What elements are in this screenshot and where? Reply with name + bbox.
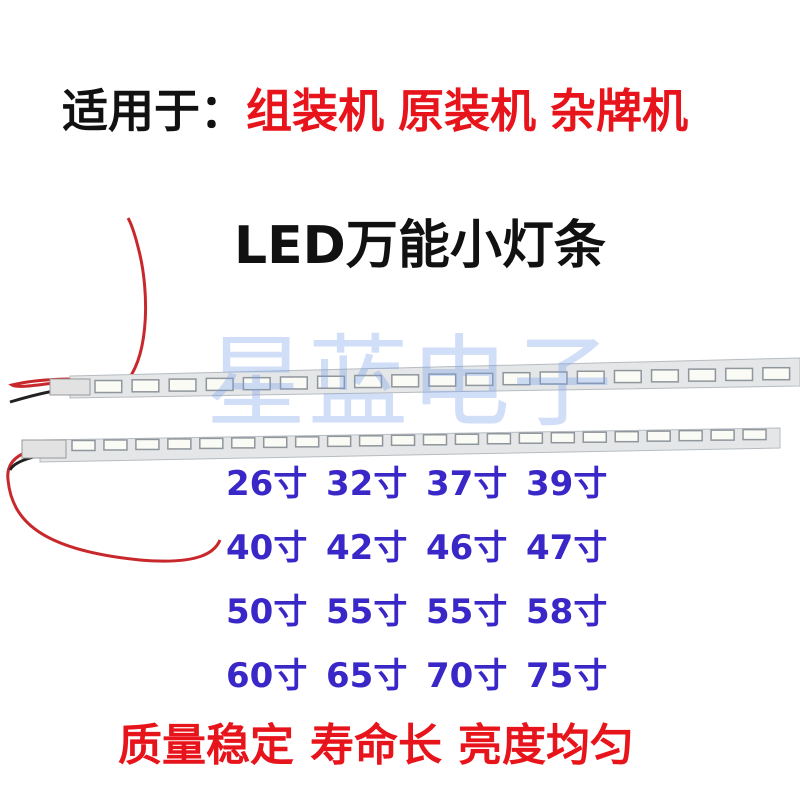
- led-chip: [576, 370, 605, 385]
- led-chip: [582, 431, 608, 443]
- size-label: 40寸: [226, 528, 308, 568]
- led-chip: [294, 436, 320, 448]
- size-label: 46寸: [426, 528, 508, 568]
- size-label: 50寸: [226, 592, 308, 632]
- led-chip: [710, 429, 735, 441]
- led-chip: [613, 369, 642, 384]
- led-chip: [391, 374, 420, 388]
- led-chip: [678, 429, 703, 442]
- led-chip: [316, 375, 346, 390]
- size-grid: 26寸 32寸 37寸 39寸 40寸 42寸 46寸 47寸 50寸 55寸 55寸 58寸 60寸 6…: [226, 466, 626, 694]
- compat-item-misc-brand: 杂牌机: [550, 84, 688, 138]
- bottom-led-strip: [21, 427, 781, 463]
- led-chip: [486, 432, 512, 445]
- size-label: 60寸: [226, 656, 308, 696]
- led-chip: [199, 437, 224, 450]
- led-chip: [390, 434, 416, 447]
- size-label: 26寸: [226, 464, 308, 504]
- led-chip: [242, 376, 271, 391]
- led-chip: [539, 371, 568, 385]
- watermark-text: 星蓝电子: [206, 324, 614, 441]
- size-label: 70寸: [426, 656, 508, 696]
- led-chip: [168, 378, 197, 392]
- compatibility-prefix: 适用于：: [62, 84, 246, 138]
- compat-item-original: 原装机: [398, 84, 536, 138]
- led-chip: [742, 428, 767, 441]
- size-label: 42寸: [326, 528, 408, 568]
- led-chip: [550, 431, 576, 444]
- led-chip: [454, 433, 480, 446]
- led-chip: [687, 368, 717, 382]
- led-chip: [135, 438, 160, 451]
- top-strip-red-wire: [8, 217, 148, 388]
- top-led-strip: [49, 357, 800, 399]
- compat-item-assembled: 组装机: [246, 84, 384, 138]
- led-chip: [103, 439, 128, 451]
- led-chip: [762, 366, 791, 381]
- led-chip: [167, 438, 192, 450]
- led-chip: [205, 377, 234, 392]
- size-label: 37寸: [426, 464, 508, 504]
- size-label: 39寸: [526, 464, 608, 504]
- led-chip: [279, 376, 308, 390]
- compatibility-line: 适用于：组装机原装机杂牌机: [62, 88, 702, 134]
- led-chip: [94, 379, 123, 394]
- feature-stable-quality: 质量稳定: [118, 720, 294, 771]
- size-label: 75寸: [526, 656, 608, 696]
- size-label: 55寸: [326, 592, 408, 632]
- size-label: 55寸: [426, 592, 508, 632]
- led-chip: [71, 439, 96, 452]
- led-chip: [428, 373, 457, 387]
- size-label: 58寸: [526, 592, 608, 632]
- led-chip: [131, 379, 160, 393]
- led-chip: [353, 374, 383, 389]
- led-chip: [518, 432, 544, 444]
- led-chip: [326, 435, 352, 448]
- led-chip: [231, 437, 256, 449]
- led-chip: [502, 371, 531, 386]
- led-chip: [614, 430, 639, 443]
- size-label: 32寸: [326, 464, 408, 504]
- features-line: 质量稳定寿命长亮度均匀: [118, 724, 650, 768]
- led-chip: [650, 369, 680, 383]
- led-chip: [358, 435, 384, 447]
- bottom-strip-red-wire: [6, 444, 222, 563]
- led-chip: [646, 430, 671, 442]
- size-label: 65寸: [326, 656, 408, 696]
- feature-even-brightness: 亮度均匀: [458, 720, 634, 771]
- led-chip: [262, 436, 288, 449]
- led-chip: [465, 372, 494, 387]
- led-chip: [422, 434, 448, 446]
- feature-long-life: 寿命长: [310, 720, 442, 771]
- led-chip: [725, 367, 754, 382]
- size-label: 47寸: [526, 528, 608, 568]
- product-title: LED万能小灯条: [234, 216, 606, 276]
